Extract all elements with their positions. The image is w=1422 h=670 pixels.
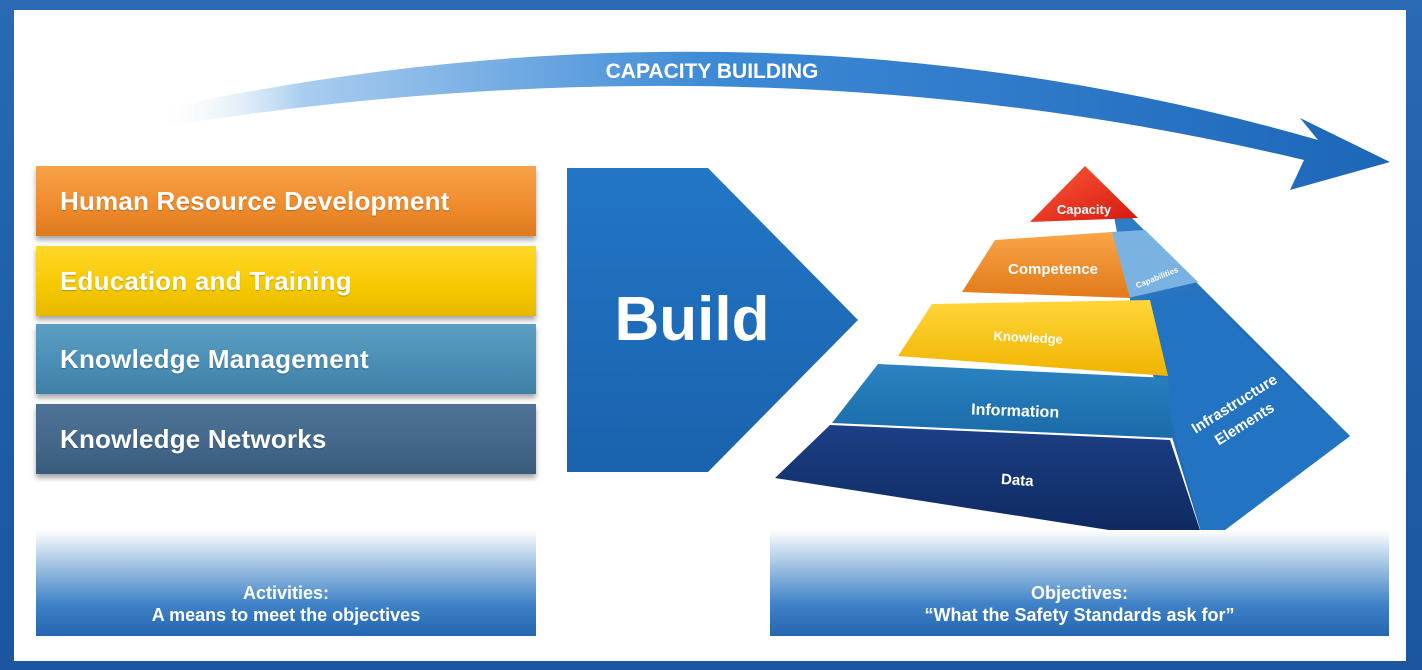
layer-label-data: Data (1001, 471, 1035, 490)
infrastructure-face (1138, 292, 1350, 545)
layer-label-competence: Competence (1008, 261, 1098, 278)
build-arrow: Build (567, 168, 858, 472)
activity-bar-human-resource-development: Human Resource Development (36, 166, 536, 236)
footer-activities: Activities: A means to meet the objectiv… (36, 530, 536, 636)
activity-label: Education and Training (60, 265, 352, 296)
pyramid-layer-information (832, 364, 1172, 438)
footer-objectives: Objectives: “What the Safety Standards a… (770, 530, 1389, 636)
footer-activities-subtitle: A means to meet the objectives (151, 605, 421, 625)
pyramid-layer-capacity (1030, 166, 1138, 222)
activity-label: Knowledge Management (60, 343, 369, 374)
build-arrow-shape (567, 168, 858, 472)
activity-bar-knowledge-management: Knowledge Management (36, 324, 536, 394)
layer-label-information: Information (971, 401, 1060, 421)
activity-label: Human Resource Development (60, 185, 450, 216)
layer-label-capacity: Capacity (1057, 202, 1112, 217)
build-label: Build (615, 285, 770, 354)
capacity-building-label: CAPACITY BUILDING (606, 60, 819, 83)
footer-objectives-title: Objectives: (1030, 583, 1129, 603)
activity-bar-knowledge-networks: Knowledge Networks (36, 404, 536, 474)
activity-bar-education-and-training: Education and Training (36, 246, 536, 316)
arc-arrow-shape (155, 51, 1390, 190)
activity-label: Knowledge Networks (60, 423, 327, 454)
capabilities-face (1112, 230, 1198, 298)
pyramid: Capacity Competence Knowledge Informatio… (775, 166, 1350, 545)
pyramid-layer-data (775, 425, 1205, 545)
footer-activities-title: Activities: (242, 583, 330, 603)
pyramid-layer-knowledge (898, 300, 1168, 376)
capacity-building-arrow: CAPACITY BUILDING (155, 51, 1390, 190)
layer-label-knowledge: Knowledge (993, 328, 1063, 347)
footer-objectives-subtitle: “What the Safety Standards ask for” (924, 605, 1235, 625)
pyramid-layer-competence (962, 232, 1130, 298)
